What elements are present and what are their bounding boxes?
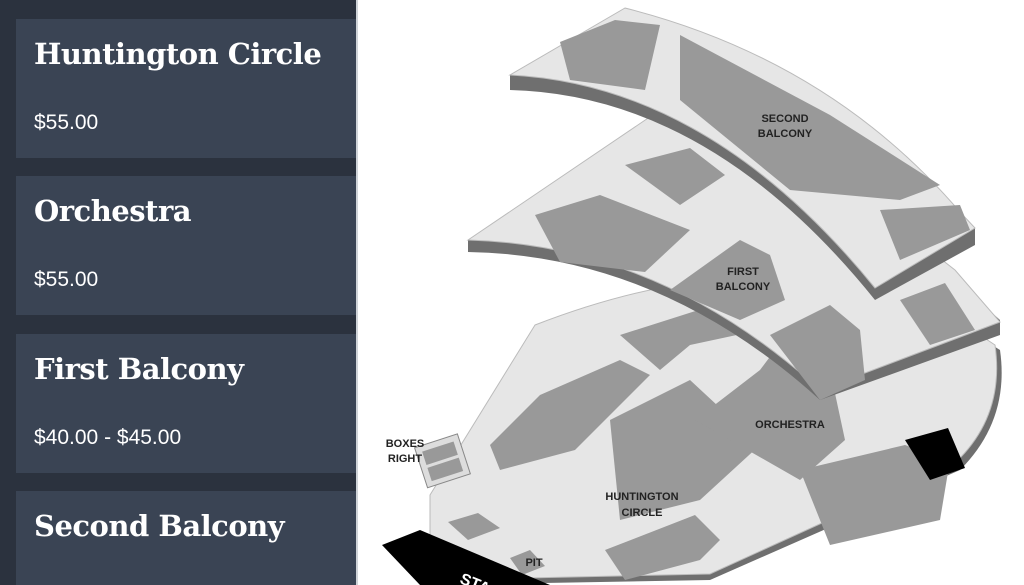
- section-price: $: [34, 583, 46, 585]
- second-balcony-center-seats[interactable]: [680, 35, 940, 200]
- section-price-list: Huntington Circle $55.00 Orchestra $55.0…: [0, 0, 358, 585]
- section-name: Huntington Circle: [34, 37, 322, 71]
- section-name: First Balcony: [34, 352, 244, 386]
- section-price: $55.00: [34, 268, 99, 291]
- first-balcony-upper-left-seats[interactable]: [625, 148, 725, 205]
- label-huntington-1: HUNTINGTON: [605, 491, 678, 503]
- first-balcony-right-seats[interactable]: [770, 305, 865, 400]
- boxes-left-block[interactable]: [905, 428, 965, 480]
- section-name: Orchestra: [34, 194, 192, 228]
- section-card-second-balcony[interactable]: Second Balcony $: [16, 491, 356, 585]
- second-balcony-level[interactable]: SECOND BALCONY: [508, 7, 976, 300]
- first-balcony-center-seats[interactable]: [670, 240, 785, 320]
- section-price: $40.00 - $45.00: [34, 426, 182, 449]
- section-price: $55.00: [34, 111, 99, 134]
- label-orchestra: ORCHESTRA: [755, 419, 825, 431]
- pit-seats[interactable]: [510, 550, 545, 575]
- orchestra-right-seats[interactable]: [800, 445, 950, 545]
- label-second-balcony-2: BALCONY: [758, 128, 813, 140]
- second-balcony-right-seats[interactable]: [880, 205, 970, 260]
- section-card-huntington-circle[interactable]: Huntington Circle $55.00: [16, 19, 356, 158]
- pit-left-seats[interactable]: [448, 513, 500, 540]
- label-first-balcony-1: FIRST: [727, 266, 759, 278]
- label-boxes-1: BOXES: [386, 438, 425, 450]
- orchestra-front-seats[interactable]: [605, 515, 720, 580]
- label-boxes-2: RIGHT: [388, 453, 423, 465]
- orchestra-left-seats[interactable]: [490, 360, 650, 470]
- first-balcony-level[interactable]: FIRST BALCONY: [466, 109, 1001, 400]
- seating-map: ORCHESTRA HUNTINGTON CIRCLE BOXES RIGHT …: [360, 0, 1024, 585]
- seating-chart-graphic: ORCHESTRA HUNTINGTON CIRCLE BOXES RIGHT …: [382, 7, 1002, 585]
- second-balcony-left-seats[interactable]: [560, 20, 660, 90]
- boxes-right[interactable]: [413, 433, 471, 489]
- stage: [382, 530, 550, 585]
- label-second-balcony-1: SECOND: [761, 113, 808, 125]
- label-first-balcony-2: BALCONY: [716, 281, 771, 293]
- first-balcony-left-seats[interactable]: [535, 195, 690, 272]
- first-balcony-far-right-seats[interactable]: [900, 283, 975, 345]
- label-pit: PIT: [525, 557, 542, 569]
- section-card-orchestra[interactable]: Orchestra $55.00: [16, 176, 356, 315]
- section-name: Second Balcony: [34, 509, 285, 543]
- label-huntington-2: CIRCLE: [622, 507, 663, 519]
- section-card-first-balcony[interactable]: First Balcony $40.00 - $45.00: [16, 334, 356, 473]
